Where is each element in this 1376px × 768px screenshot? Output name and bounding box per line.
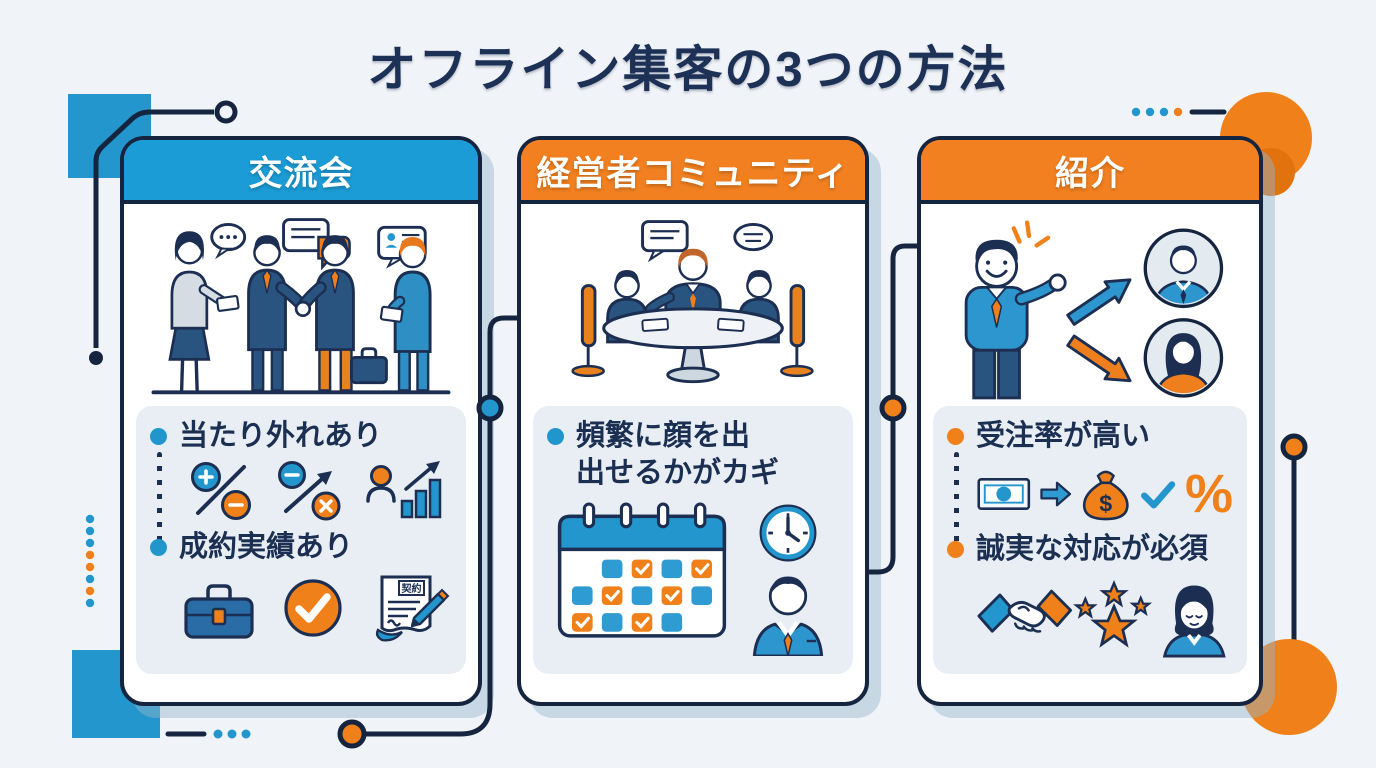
- signed-contract-icon: 契約: [375, 575, 450, 642]
- dollar-symbol: $: [1099, 490, 1112, 516]
- flow-arrow-icon: [1039, 481, 1071, 507]
- contract-label: 契約: [402, 582, 422, 595]
- briefcase-icon: [350, 355, 388, 385]
- bowing-person-icon: [1162, 585, 1226, 658]
- person-growth-chart-icon: [366, 461, 442, 519]
- referred-woman-avatar: [1143, 318, 1224, 398]
- calendar-cells: [572, 559, 712, 632]
- rating-stars-icon: [1075, 582, 1151, 647]
- bullet-dot: [947, 428, 964, 445]
- networking-illustration: [124, 204, 478, 406]
- referral-arrows-illustration: [964, 220, 1224, 400]
- trust-icons-row: [977, 574, 1231, 658]
- page-title: オフライン集客の3つの方法: [367, 43, 1009, 97]
- bullet-dot: [150, 539, 167, 557]
- circuit-node-icon: [214, 100, 238, 124]
- handshake-icon: [977, 589, 1073, 633]
- trend-risk-icon: [278, 461, 341, 521]
- handshake-hands-icon: [294, 300, 312, 318]
- card-referral-panel: 受注率が高い $ %: [933, 406, 1247, 674]
- calendar-checks-icon: [557, 502, 727, 638]
- dotted-line-left: [85, 514, 95, 608]
- schedule-icons-row: [551, 502, 843, 657]
- briefcase-icon: [184, 584, 254, 639]
- plus-minus-odds-icon: [191, 462, 251, 521]
- card-referral-header: 紹介: [921, 140, 1259, 204]
- referred-man-avatar: [1143, 228, 1224, 309]
- office-chair-icon: [780, 284, 814, 378]
- card-networking-panel: 当たり外れあり: [136, 406, 466, 674]
- referral-arrow-blue-icon: [1066, 278, 1132, 326]
- dash-dots-top-right: [1131, 107, 1227, 117]
- accent-circle-bottom-right: [1241, 639, 1337, 735]
- point-hit-or-miss: 当たり外れあり: [150, 418, 456, 455]
- check-mark-icon: [1140, 481, 1175, 509]
- money-bag-icon: $: [1083, 470, 1129, 521]
- point-sincere-response: 誠実な対応が必須: [947, 531, 1237, 568]
- check-circle-icon: [284, 579, 342, 637]
- speech-bubble-lines-icon: [733, 222, 774, 252]
- dotted-connector: [157, 452, 162, 556]
- circuit-line-top-left: [93, 109, 214, 348]
- point-text: 受注率が高い: [976, 420, 1151, 452]
- referrer-figure: [964, 239, 1067, 400]
- office-chair-icon: [571, 284, 605, 378]
- referral-arrow-orange-icon: [1066, 334, 1132, 383]
- point-closing-record: 成約実績あり: [150, 529, 456, 566]
- order-rate-icons-row: $ %: [977, 461, 1233, 527]
- percent-icon: %: [1184, 464, 1233, 525]
- point-text: 成約実績あり: [179, 531, 354, 564]
- point-line-1: 頻繁に顔を出: [576, 420, 751, 452]
- point-line-2: 出せるかがカギ: [576, 457, 780, 490]
- card-networking-event: 交流会: [120, 136, 482, 706]
- bullet-dot: [947, 541, 964, 559]
- businessman-icon: [752, 576, 824, 657]
- businesswoman-figure: [168, 231, 240, 393]
- meeting-illustration: [521, 204, 865, 406]
- businessman-figure: [294, 235, 388, 392]
- referral-illustration: [921, 204, 1259, 406]
- odds-icons-row: [184, 459, 446, 521]
- circuit-node-icon: [1280, 433, 1308, 461]
- point-text: 頻繁に顔を出 出せるかがカギ: [576, 418, 779, 492]
- point-high-order-rate: 受注率が高い: [947, 418, 1237, 455]
- point-text: 当たり外れあり: [179, 420, 383, 452]
- clock-icon: [759, 504, 817, 562]
- card-owner-community: 経営者コミュニティ: [517, 136, 869, 706]
- businessman-figure: [247, 235, 311, 392]
- clock-and-person-column: [745, 502, 831, 657]
- dotted-connector: [954, 452, 959, 552]
- circuit-node-icon: [89, 351, 103, 365]
- bullet-dot: [547, 428, 564, 445]
- roundtable-meeting-illustration: [571, 220, 814, 384]
- round-table: [602, 307, 784, 384]
- speech-bubble-dots-icon: [210, 222, 247, 260]
- speech-bubble-lines-icon: [641, 220, 689, 263]
- point-text: 誠実な対応が必須: [976, 533, 1209, 566]
- card-networking-header: 交流会: [124, 140, 478, 204]
- sparkle-icon: [1011, 220, 1051, 248]
- card-referral: 紹介: [917, 136, 1263, 706]
- businessman-figure: [379, 237, 432, 392]
- banknote-icon: [977, 478, 1031, 511]
- card-community-header: 経営者コミュニティ: [521, 140, 865, 204]
- point-show-up-often: 頻繁に顔を出 出せるかがカギ: [547, 418, 843, 492]
- people-networking-illustration: [151, 218, 451, 395]
- record-icons-row: 契約: [180, 572, 450, 644]
- bullet-dot: [150, 428, 167, 445]
- card-community-panel: 頻繁に顔を出 出せるかがカギ: [533, 406, 853, 674]
